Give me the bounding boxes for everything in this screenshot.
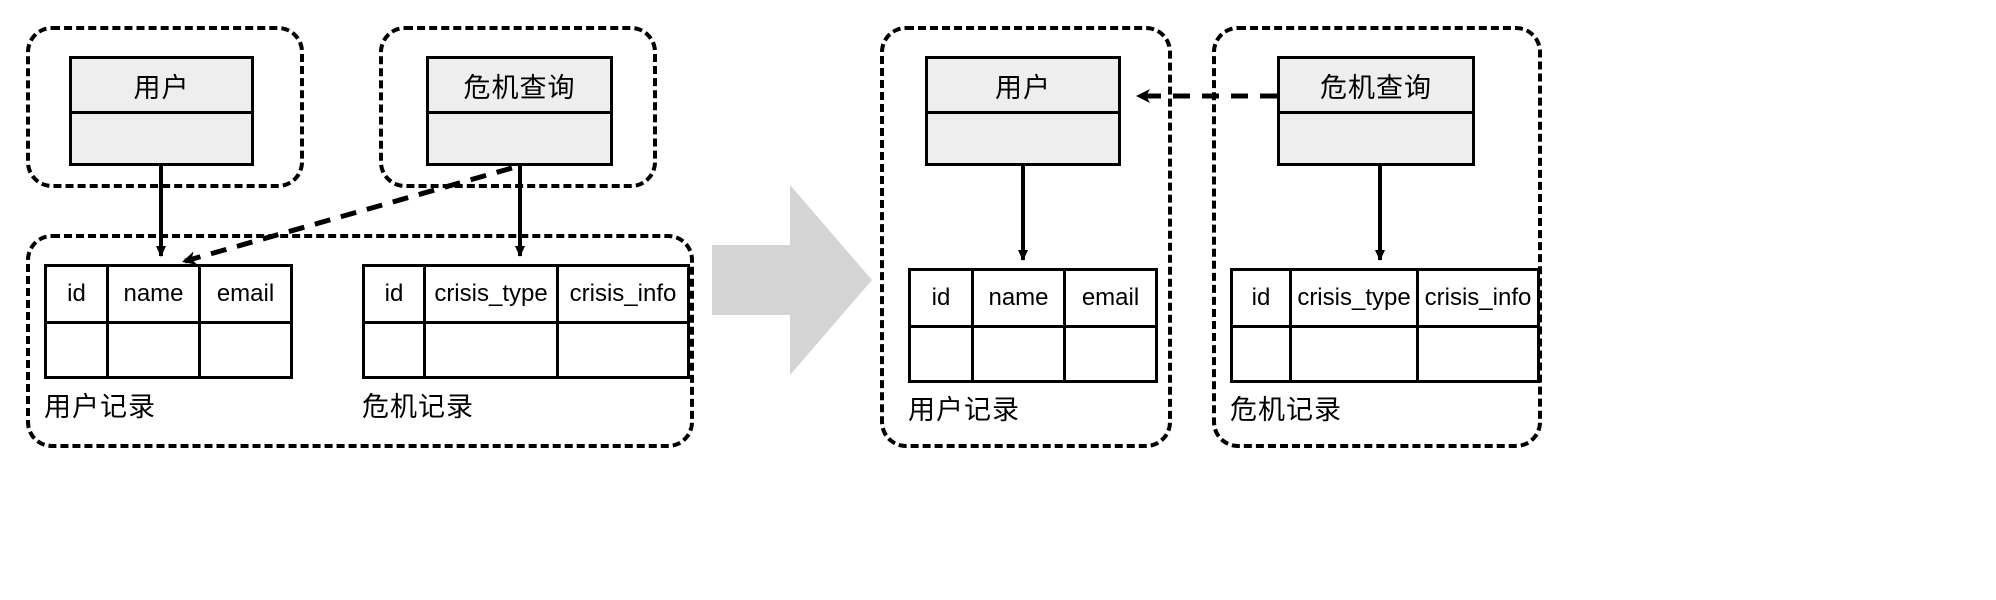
table-row (908, 325, 1158, 383)
caption-crisis-records-after: 危机记录 (1230, 395, 1342, 425)
class-box-user-after[interactable]: 用户 (925, 56, 1121, 166)
transform-arrow (712, 185, 872, 375)
table-crisis-records-before[interactable]: id crisis_type crisis_info (362, 264, 690, 379)
table-cell (1416, 325, 1540, 383)
table-crisis-records-after[interactable]: id crisis_type crisis_info (1230, 268, 1540, 383)
column-header: id (908, 268, 974, 328)
class-title-crisis-before: 危机查询 (429, 59, 610, 114)
class-box-user-before[interactable]: 用户 (69, 56, 254, 166)
package-crisis-service-after (1212, 26, 1542, 448)
package-user-service-before (26, 26, 304, 188)
caption-user-records-after: 用户记录 (908, 395, 1020, 425)
table-cell (908, 325, 974, 383)
column-header: crisis_info (556, 264, 690, 324)
table-row (362, 321, 690, 379)
table-cell (1063, 325, 1158, 383)
caption-crisis-records-before: 危机记录 (362, 392, 474, 422)
class-attributes-user-before (72, 114, 251, 163)
class-box-crisis-before[interactable]: 危机查询 (426, 56, 613, 166)
table-cell (106, 321, 201, 379)
table-cell (971, 325, 1066, 383)
column-header: crisis_info (1416, 268, 1540, 328)
column-header: id (1230, 268, 1292, 328)
table-row: id crisis_type crisis_info (362, 264, 690, 324)
table-row: id name email (44, 264, 293, 324)
column-header: crisis_type (1289, 268, 1419, 328)
class-title-crisis-after: 危机查询 (1280, 59, 1472, 114)
column-header: email (1063, 268, 1158, 328)
column-header: email (198, 264, 293, 324)
class-title-user-before: 用户 (72, 59, 251, 114)
caption-user-records-before: 用户记录 (44, 392, 156, 422)
table-user-records-after[interactable]: id name email (908, 268, 1158, 383)
table-cell (1230, 325, 1292, 383)
column-header: id (44, 264, 109, 324)
class-attributes-crisis-before (429, 114, 610, 163)
class-box-crisis-after[interactable]: 危机查询 (1277, 56, 1475, 166)
table-cell (556, 321, 690, 379)
class-title-user-after: 用户 (928, 59, 1118, 114)
table-row: id name email (908, 268, 1158, 328)
table-cell (198, 321, 293, 379)
class-attributes-crisis-after (1280, 114, 1472, 163)
table-row: id crisis_type crisis_info (1230, 268, 1540, 328)
column-header: name (106, 264, 201, 324)
table-row (1230, 325, 1540, 383)
table-user-records-before[interactable]: id name email (44, 264, 293, 379)
column-header: name (971, 268, 1066, 328)
class-attributes-user-after (928, 114, 1118, 163)
table-cell (1289, 325, 1419, 383)
column-header: id (362, 264, 426, 324)
table-cell (423, 321, 559, 379)
table-row (44, 321, 293, 379)
table-cell (362, 321, 426, 379)
column-header: crisis_type (423, 264, 559, 324)
table-cell (44, 321, 109, 379)
package-user-service-after (880, 26, 1172, 448)
